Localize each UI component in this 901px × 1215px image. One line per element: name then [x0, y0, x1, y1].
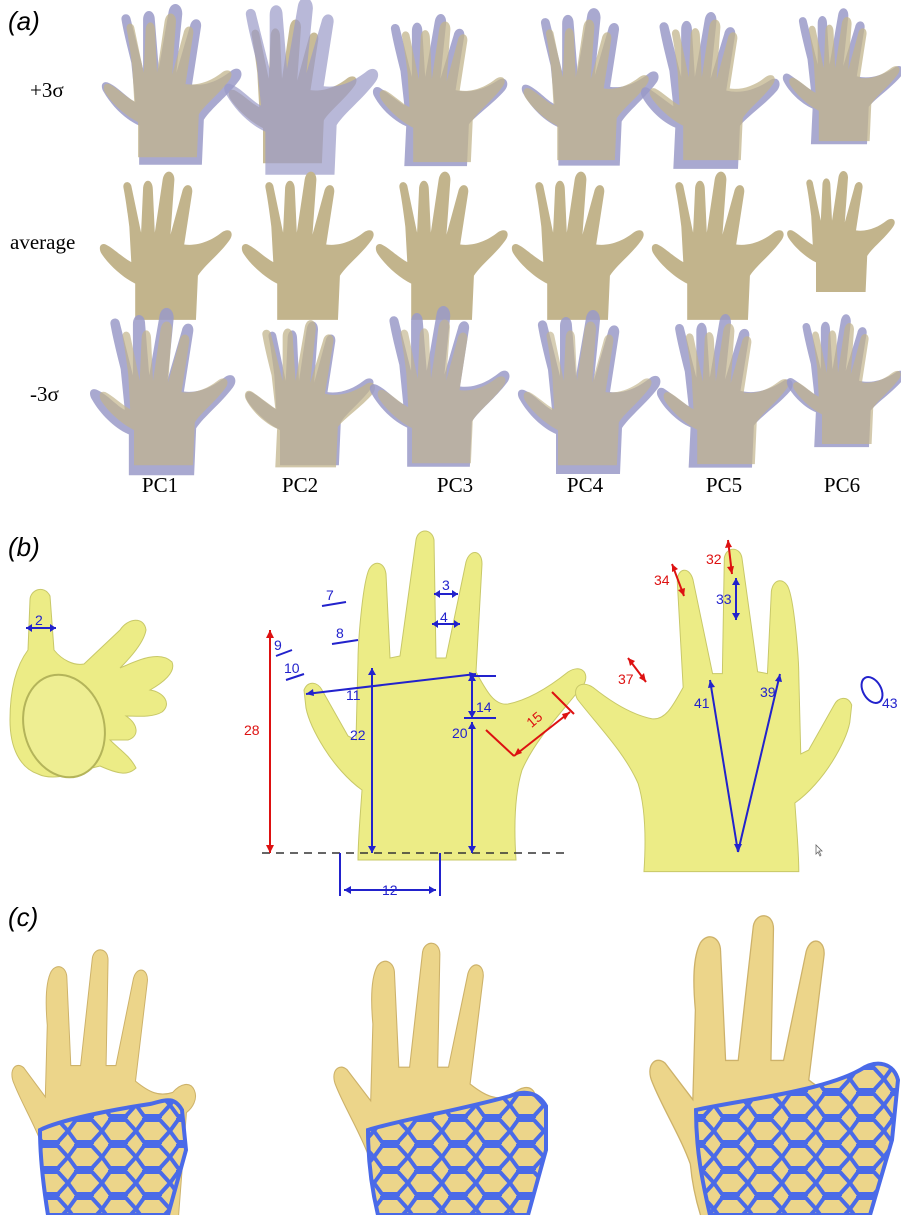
measure-12-label: 12 [382, 882, 398, 898]
measure-10-label: 10 [284, 660, 300, 676]
hand-average-pc6 [787, 171, 895, 292]
measure-41-label: 41 [694, 695, 710, 711]
measure-9-label: 9 [274, 637, 282, 653]
hand-average-pc5 [652, 172, 784, 320]
hand-with-brace-small [12, 950, 196, 1215]
measure-4-label: 4 [440, 609, 448, 625]
hand-plus-pc2 [224, 0, 378, 175]
hand-minus-pc6 [787, 314, 901, 447]
measure-33-label: 33 [716, 591, 732, 607]
hand-plus-pc3 [373, 14, 507, 166]
measure-11-label: 11 [346, 687, 361, 703]
hand-minus-pc4 [518, 310, 661, 474]
hand-average-pc3 [376, 172, 508, 320]
measure-39-label: 39 [760, 684, 776, 700]
hand-average-pc4 [512, 172, 644, 320]
measure-14-label: 14 [476, 699, 492, 715]
hand-minus-pc2 [245, 320, 375, 467]
hand-average-pc1 [100, 172, 232, 320]
hand-with-brace-medium [334, 943, 546, 1215]
hand-minus-pc3 [370, 306, 510, 467]
measure-43-label: 43 [882, 695, 898, 711]
hand-plus-pc5 [641, 12, 780, 169]
measure-3-label: 3 [442, 577, 450, 593]
hand-average-pc2 [242, 172, 374, 320]
cursor-icon [816, 845, 822, 856]
measure-37-label: 37 [618, 671, 634, 687]
measure-32-label: 32 [706, 551, 722, 567]
hand-plus-pc1 [102, 4, 242, 165]
hand-plus-pc6 [783, 8, 901, 144]
hand-measured-back [576, 549, 852, 871]
measure-22-label: 22 [350, 727, 366, 743]
hand-minus-pc1 [90, 308, 235, 475]
measure-8-label: 8 [336, 625, 344, 641]
measure-34-label: 34 [654, 572, 670, 588]
hand-minus-pc5 [657, 314, 793, 468]
measure-28-label: 28 [244, 722, 260, 738]
hand-plus-pc4 [522, 8, 659, 165]
hand-with-brace-large [650, 916, 898, 1215]
measure-2-label: 2 [35, 612, 43, 628]
measure-7-label: 7 [326, 587, 334, 603]
measure-20-label: 20 [452, 725, 468, 741]
